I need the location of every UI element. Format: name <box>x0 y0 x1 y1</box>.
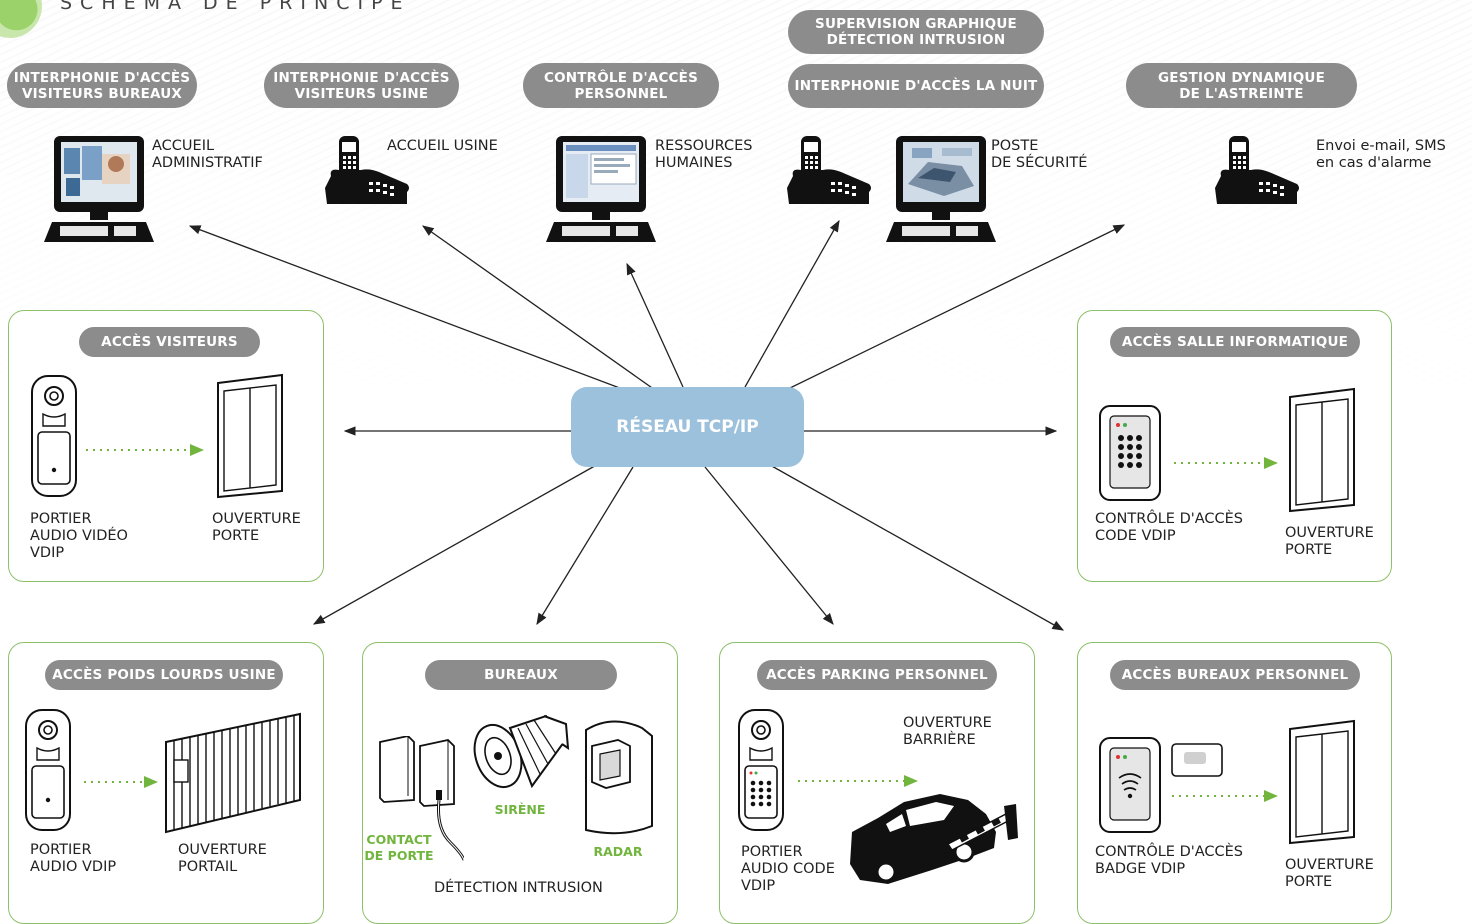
dotted-arrow-visiteurs <box>86 444 204 456</box>
network-hub: RÉSEAU TCP/IP <box>571 387 804 467</box>
label-accueil-usine: ACCUEIL USINE <box>387 138 498 154</box>
keypad-reader-icon <box>1099 405 1161 501</box>
pill-controle-personnel: CONTRÔLE D'ACCÈS PERSONNEL <box>523 63 719 108</box>
phone-nuit-icon <box>787 136 871 204</box>
dotted-arrow-parking <box>798 775 918 787</box>
phone-astreinte-icon <box>1215 136 1299 204</box>
door-contact-icon <box>379 736 464 861</box>
badge-card-icon <box>1171 743 1223 777</box>
dotted-arrow-salle-info <box>1174 457 1278 469</box>
arrow-to-poids-lourds <box>312 462 601 625</box>
label-sirene: SIRÈNE <box>494 802 546 817</box>
label-bureaux-personnel-device: CONTRÔLE D'ACCÈS BADGE VDIP <box>1095 844 1244 877</box>
car-barrier-icon <box>850 794 1018 884</box>
label-parking-target: OUVERTURE BARRIÈRE <box>903 715 992 748</box>
phone-accueil-usine-icon <box>325 136 409 204</box>
radar-icon <box>585 720 653 835</box>
siren-icon <box>473 714 570 789</box>
label-salle-info-target: OUVERTURE PORTE <box>1285 525 1374 558</box>
pill-interphonie-bureaux: INTERPHONIE D'ACCÈS VISITEURS BUREAUX <box>7 63 197 108</box>
computer-rh-icon <box>546 136 656 242</box>
label-accueil-admin: ACCUEIL ADMINISTRATIF <box>152 138 263 171</box>
box-title-parking: ACCÈS PARKING PERSONNEL <box>757 660 997 690</box>
gate-icon <box>165 712 301 834</box>
dotted-arrow-bureaux-personnel <box>1172 790 1278 802</box>
label-rh: RESSOURCES HUMAINES <box>655 138 753 171</box>
intercom-keypad-icon <box>738 709 784 831</box>
page-title: SCHÉMA DE PRINCIPE <box>60 0 411 14</box>
box-title-bureaux-personnel: ACCÈS BUREAUX PERSONNEL <box>1110 660 1360 690</box>
label-envoi: Envoi e-mail, SMS en cas d'alarme <box>1316 138 1446 171</box>
arrow-to-bureaux <box>536 466 634 625</box>
computer-securite-icon <box>886 136 996 242</box>
label-parking-device: PORTIER AUDIO CODE VDIP <box>741 844 835 894</box>
arrow-to-bureaux-personnel <box>769 464 1065 631</box>
label-radar: RADAR <box>593 844 643 859</box>
arrow-to-poste-securite <box>744 219 840 388</box>
computer-accueil-icon <box>44 136 154 242</box>
arrow-to-astreinte <box>789 224 1126 389</box>
box-title-salle-info: ACCÈS SALLE INFORMATIQUE <box>1110 327 1360 357</box>
box-title-poids-lourds: ACCÈS POIDS LOURDS USINE <box>45 660 283 690</box>
label-bureaux-personnel-target: OUVERTURE PORTE <box>1285 857 1374 890</box>
arrow-to-accueil-usine <box>422 225 656 391</box>
arrow-to-rh <box>626 262 684 388</box>
label-contact: CONTACT DE PORTE <box>364 832 434 863</box>
badge-reader-icon <box>1099 737 1161 833</box>
door-bureaux-personnel-icon <box>1289 719 1355 845</box>
dotted-arrow-poids-lourds <box>84 776 158 788</box>
label-poste-securite: POSTE DE SÉCURITÉ <box>991 138 1088 171</box>
pill-interphonie-nuit: INTERPHONIE D'ACCÈS LA NUIT <box>788 64 1044 108</box>
intercom-audio-icon <box>25 709 71 831</box>
door-visiteurs-icon <box>217 373 283 499</box>
label-visiteurs-target: OUVERTURE PORTE <box>212 511 301 544</box>
arrow-to-accueil-admin <box>188 225 626 391</box>
arrow-to-parking <box>704 466 834 625</box>
label-poids-lourds-device: PORTIER AUDIO VDIP <box>30 842 117 875</box>
pill-astreinte: GESTION DYNAMIQUE DE L'ASTREINTE <box>1126 63 1357 108</box>
pill-interphonie-usine: INTERPHONIE D'ACCÈS VISITEURS USINE <box>264 63 459 108</box>
door-salle-info-icon <box>1289 387 1355 513</box>
label-visiteurs-device: PORTIER AUDIO VIDÉO VDIP <box>30 511 128 561</box>
label-poids-lourds-target: OUVERTURE PORTAIL <box>178 842 267 875</box>
box-title-bureaux: BUREAUX <box>425 660 617 690</box>
intercom-video-icon <box>31 375 77 497</box>
label-salle-info-device: CONTRÔLE D'ACCÈS CODE VDIP <box>1095 511 1244 544</box>
box-title-visiteurs: ACCÈS VISITEURS <box>79 327 260 357</box>
label-detection-intrusion: DÉTECTION INTRUSION <box>434 880 603 896</box>
pill-supervision: SUPERVISION GRAPHIQUE DÉTECTION INTRUSIO… <box>788 10 1044 54</box>
